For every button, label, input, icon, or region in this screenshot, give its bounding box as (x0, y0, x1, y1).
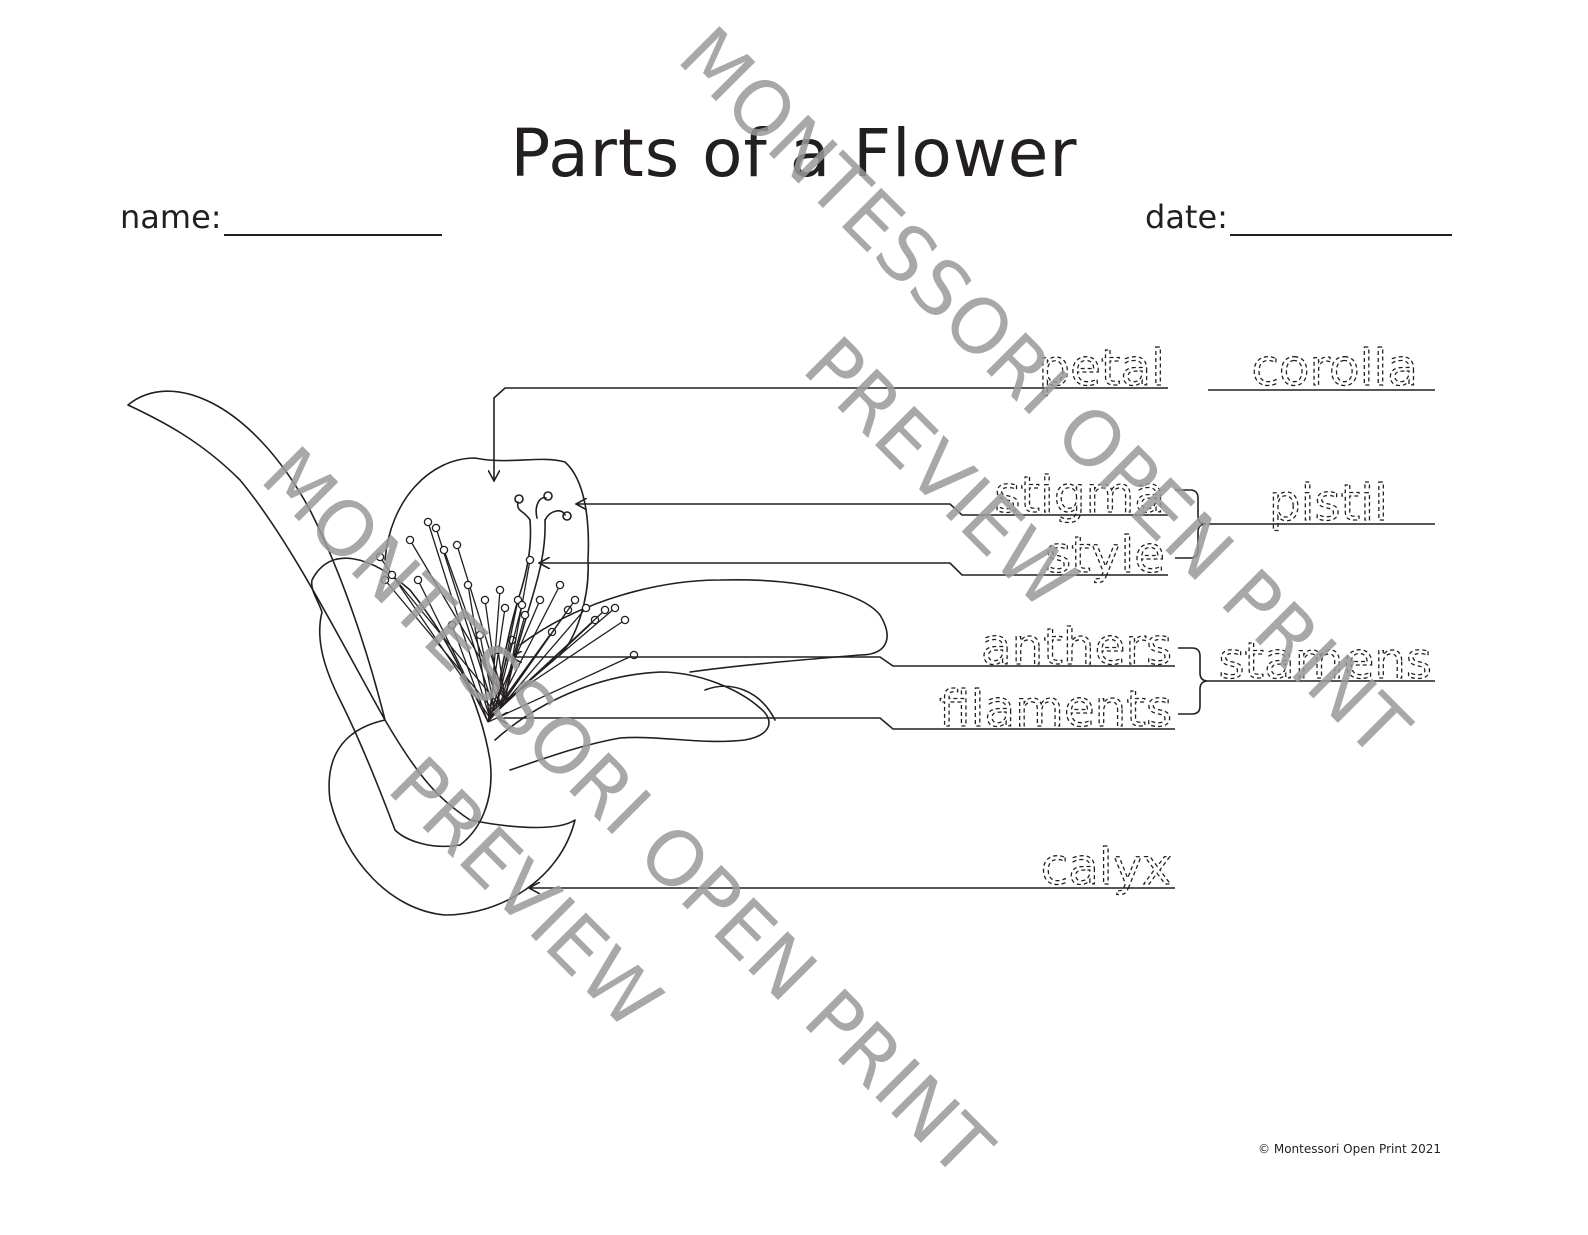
petal-upper (384, 457, 590, 656)
anther-dot (495, 585, 505, 595)
filament-line (489, 589, 501, 719)
anther-dot (517, 600, 527, 610)
stamens-group (375, 517, 639, 723)
filament-line (467, 584, 491, 719)
brace-stamens (1178, 647, 1209, 715)
anther-dot (405, 535, 415, 545)
date-field: date: (1145, 198, 1452, 236)
flower-illustration (127, 390, 888, 916)
filament-line (504, 559, 531, 701)
filament-line (494, 599, 519, 713)
label-calyx: calyx (1041, 838, 1172, 896)
tracing-labels: petal corolla stigma style pistil anther… (939, 338, 1433, 896)
anther-dot (581, 603, 591, 613)
label-stigma: stigma (994, 466, 1165, 524)
filament-line (489, 639, 513, 719)
anther-dot (500, 603, 510, 613)
petal-right (519, 578, 888, 673)
brace-pistil (1175, 489, 1207, 559)
anther-dot (610, 603, 620, 613)
filament-line (443, 549, 501, 707)
anther-dot (380, 575, 390, 585)
anther-dot (555, 580, 565, 590)
label-anthers: anthers (981, 618, 1172, 676)
filament-line (391, 574, 501, 707)
filament-line (494, 584, 561, 713)
filament-line (379, 556, 491, 719)
anther-dot (423, 517, 433, 527)
anther-dot (452, 540, 462, 550)
stigma-mid (535, 496, 547, 519)
leader-style (540, 563, 1168, 576)
watermark-line-lower: MONTESSORI OPEN PRINT (245, 430, 1009, 1194)
anther-dot (480, 595, 490, 605)
anther-dot (570, 595, 580, 605)
petal-front (310, 557, 492, 848)
filament-line (417, 579, 489, 723)
anther-dot (620, 615, 630, 625)
leader-lines (494, 387, 1435, 888)
name-input-line[interactable] (223, 206, 442, 236)
filament-line (484, 599, 501, 707)
name-field: name: (120, 198, 442, 236)
leader-filaments (498, 718, 1175, 730)
calyx-cup (328, 719, 576, 916)
anther-dot (387, 570, 397, 580)
pistil-style-b (504, 519, 546, 701)
label-style: style (1045, 526, 1165, 584)
copyright-notice: © Montessori Open Print 2021 (1258, 1142, 1441, 1156)
filament-line (427, 521, 491, 719)
anther-dot (525, 555, 535, 565)
leader-anthers (512, 657, 1175, 667)
filament-line (456, 544, 506, 701)
filament-line (494, 604, 523, 713)
page-title: Parts of a Flower (510, 115, 1078, 192)
date-label: date: (1145, 198, 1228, 236)
filament-line (504, 599, 576, 701)
watermark: MONTESSORI OPEN PRINT PREVIEW MONTESSORI… (245, 10, 1426, 1194)
label-filaments: filaments (939, 680, 1172, 738)
filament-line (409, 539, 506, 701)
anther-dot (439, 545, 449, 555)
leader-stigma (577, 504, 1168, 516)
filament-line (435, 527, 496, 713)
petal-tip (704, 685, 776, 721)
anther-dot (463, 580, 473, 590)
stigma-left (516, 501, 531, 521)
anther-dot (600, 605, 610, 615)
anther-dot (431, 523, 441, 533)
filament-line (487, 654, 635, 723)
leader-petal (494, 387, 1168, 480)
label-pistil: pistil (1269, 474, 1388, 532)
filament-line (479, 634, 496, 713)
anther-dot (375, 552, 385, 562)
filament-line (451, 624, 489, 723)
filament-line (504, 619, 626, 701)
sepal-left (127, 390, 386, 721)
stigma-right (544, 510, 566, 521)
label-corolla: corolla (1251, 339, 1418, 397)
anther-dot (413, 575, 423, 585)
anther-dot (520, 610, 530, 620)
date-input-line[interactable] (1229, 206, 1452, 236)
anther-dot (535, 595, 545, 605)
petal-lower-right (494, 671, 770, 771)
name-label: name: (120, 198, 222, 236)
anther-dot (475, 630, 485, 640)
anther-dot (447, 620, 457, 630)
label-petal: petal (1038, 339, 1165, 397)
label-stamens: stamens (1218, 632, 1432, 690)
